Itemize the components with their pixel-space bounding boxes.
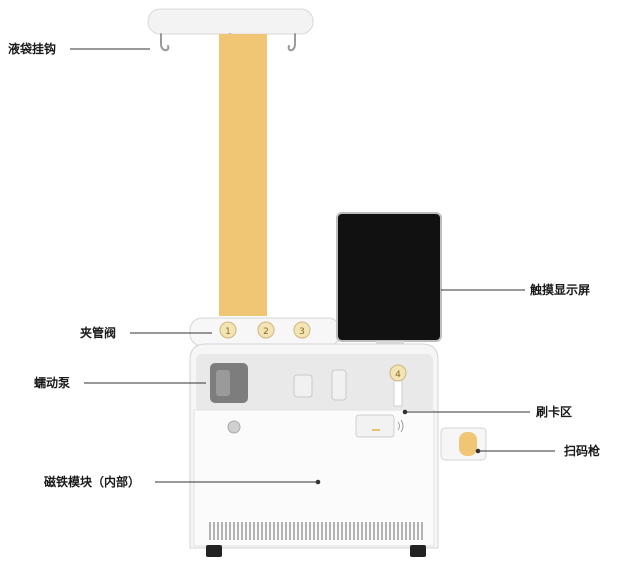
hanger-bar [147,8,314,35]
pump-tray [196,354,433,412]
label-screen: 触摸显示屏 [530,283,591,297]
tube-guide-2 [331,369,347,401]
tube-guide [293,374,313,398]
svg-text:1: 1 [225,327,231,337]
label-hook: 液袋挂钩 [8,42,57,56]
svg-text:3: 3 [299,327,305,337]
label-pump: 蠕动泵 [34,376,71,390]
label-card: 刷卡区 [536,405,573,419]
scanner-cup [459,432,477,456]
svg-text:4: 4 [395,370,401,380]
clamp-4-post [393,377,403,407]
leader-lines [70,48,555,485]
pump-rotor-detail [216,370,230,396]
label-magnet: 磁铁模块（内部） [44,475,141,489]
foot-left [206,545,222,557]
nfc-icon [397,419,404,433]
clamp-knob-3: 3 [293,321,311,339]
card-reader-zone [355,414,395,438]
clamp-knob-1: 1 [219,321,237,339]
label-scanner: 扫码枪 [564,444,601,458]
svg-text:2: 2 [263,327,269,337]
power-button [227,420,241,434]
clamp-knob-2: 2 [257,321,275,339]
foot-right [410,545,426,557]
infusion-pole [219,34,267,316]
touch-screen [336,212,442,342]
clamp-knob-4: 4 [389,364,407,382]
vent-grille [209,522,423,540]
label-clamp: 夹管阀 [80,326,117,340]
